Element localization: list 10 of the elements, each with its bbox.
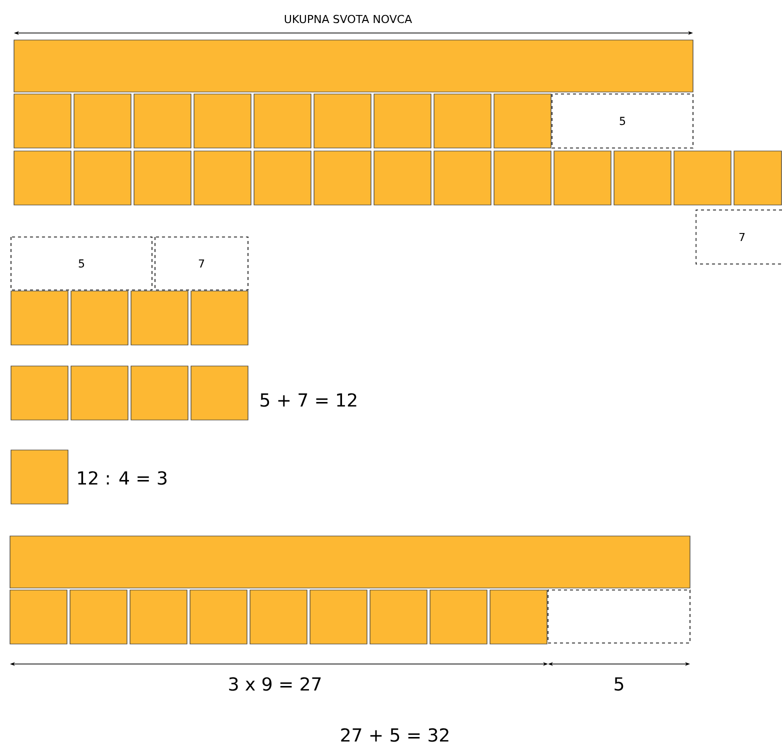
equation: 5	[614, 677, 624, 691]
dashed-box: 7	[696, 210, 782, 264]
title: UKUPNA SVOTA NOVCA	[284, 14, 412, 24]
equation: 3 x 9 = 27	[229, 677, 321, 691]
equation: 27 + 5 = 32	[341, 728, 448, 742]
dashed-box: 5	[10, 236, 152, 290]
equation: 5 + 7 = 12	[260, 393, 356, 407]
equation: 12 : 4 = 3	[78, 471, 166, 485]
dashed-box: 5	[552, 94, 694, 148]
dashed-box: 7	[154, 236, 248, 290]
